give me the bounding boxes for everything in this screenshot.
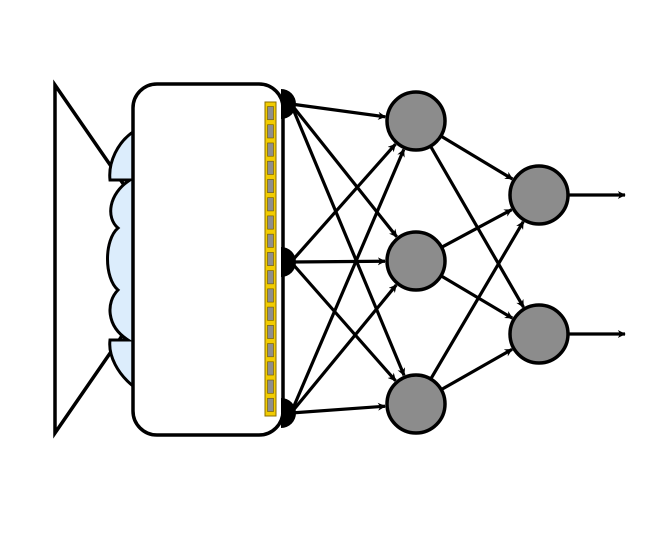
sensor-cell [267,142,274,157]
sensor-cell [267,325,274,339]
input-connectors [281,89,296,428]
hidden-layer [385,90,447,435]
connection-input-to-hidden [289,260,397,382]
sensor-cell [267,306,274,321]
sensor-cells [267,106,274,412]
input-connector-dot [281,89,296,119]
connection-input-to-hidden [289,283,398,415]
connection-input-to-hidden [290,402,386,415]
connection-input-to-hidden [290,102,387,120]
input-connector-dot [281,398,296,428]
connection-hidden-to-output [440,134,514,181]
hidden-neuron [385,90,447,152]
output-neuron [508,303,570,365]
camera-body [131,82,285,437]
sensor-cell [267,215,274,230]
camera-lens-cone [53,79,178,439]
sensor-cell [267,233,274,248]
connection-input-to-hidden [289,143,397,264]
hidden-neuron [385,230,447,292]
sensor-cell [267,270,274,285]
output-neuron [508,164,570,226]
sensor-cell [267,106,274,121]
sensor-cell [267,343,274,358]
input-connector-dot [281,247,296,277]
sensor-cell [267,288,274,303]
sensor-cell [267,160,274,175]
lens-elements [106,129,136,390]
sensor-cell [267,179,274,193]
connection-input-to-hidden [290,257,386,266]
sensor-cell [267,379,274,394]
output-arrows [568,191,626,338]
sensor-strip [264,101,277,417]
sensor-cell [267,397,274,412]
connection-hidden-to-output [440,347,513,392]
sensor-cell [267,361,274,376]
output-layer [508,164,570,365]
connection-hidden-to-output [440,208,513,249]
connection-input-to-hidden [289,103,398,238]
connection-hidden-to-output [429,220,525,380]
sensor-cell [267,197,274,212]
connection-input-to-hidden [289,103,406,377]
network-connections [289,102,525,415]
connection-input-to-hidden [289,148,406,414]
sensor-cell [267,252,274,266]
sensor-cell [267,124,274,139]
hidden-neuron [385,373,447,435]
connection-hidden-to-output [440,274,514,320]
